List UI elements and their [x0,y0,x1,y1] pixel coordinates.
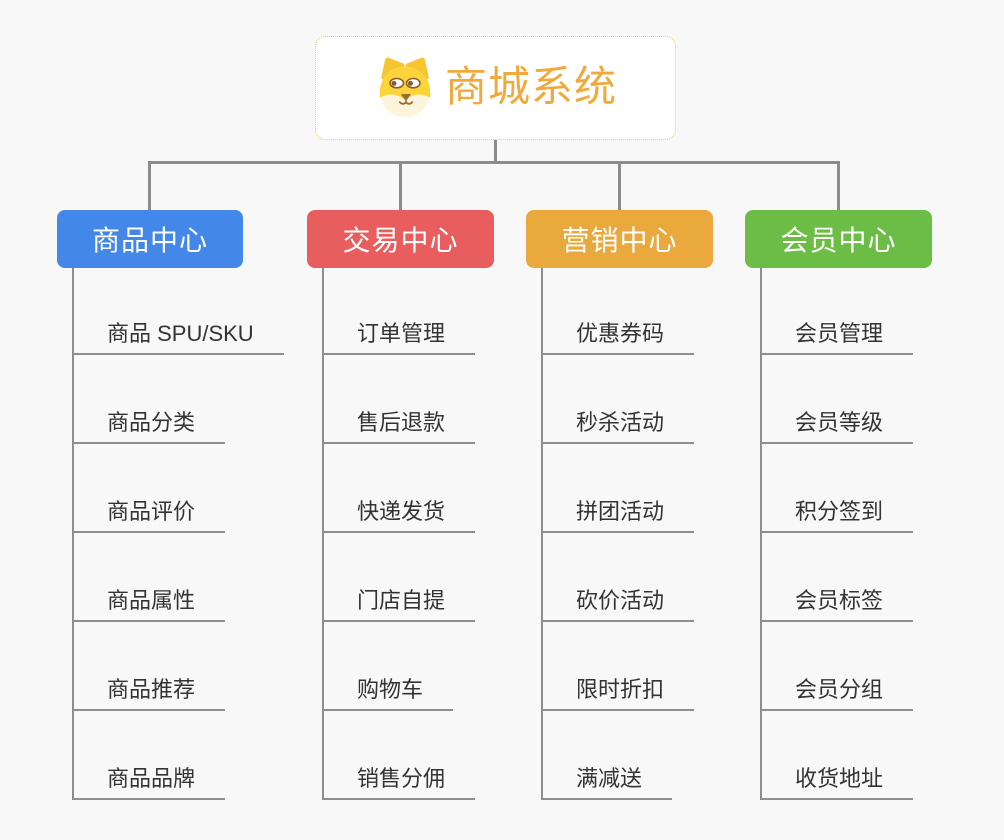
branch-connector-drop [618,161,621,210]
leaf-node[interactable]: 会员管理 [760,266,914,355]
branch-trunk [322,268,324,799]
leaf-node[interactable]: 秒杀活动 [541,355,695,444]
leaf-node[interactable]: 积分签到 [760,444,914,533]
leaf-column-members: 会员管理 会员等级 积分签到 会员标签 会员分组 收货地址 [760,266,914,800]
branch-node-members[interactable]: 会员中心 [745,210,932,268]
branch-connector-drop [148,161,151,210]
leaf-column-marketing: 优惠券码 秒杀活动 拼团活动 砍价活动 限时折扣 满减送 [541,266,695,800]
leaf-node[interactable]: 限时折扣 [541,622,695,711]
leaf-node[interactable]: 会员标签 [760,533,914,622]
leaf-column-products: 商品 SPU/SKU 商品分类 商品评价 商品属性 商品推荐 商品品牌 [72,266,284,800]
root-node[interactable]: 商城系统 [315,36,676,140]
leaf-node[interactable]: 售后退款 [322,355,476,444]
leaf-node[interactable]: 砍价活动 [541,533,695,622]
leaf-node[interactable]: 订单管理 [322,266,476,355]
leaf-node[interactable]: 拼团活动 [541,444,695,533]
leaf-node[interactable]: 商品品牌 [72,711,226,800]
branch-trunk [760,268,762,799]
root-title: 商城系统 [444,63,617,110]
leaf-node[interactable]: 门店自提 [322,533,476,622]
leaf-node[interactable]: 满减送 [541,711,673,800]
leaf-node[interactable]: 优惠券码 [541,266,695,355]
dog-face-icon [379,57,431,118]
leaf-node[interactable]: 商品推荐 [72,622,226,711]
leaf-column-trade: 订单管理 售后退款 快递发货 门店自提 购物车 销售分佣 [322,266,476,800]
root-connector-stem [494,140,497,164]
branch-connector-bus [148,161,840,164]
leaf-node[interactable]: 商品属性 [72,533,226,622]
branch-connector-drop [837,161,840,210]
leaf-node[interactable]: 会员分组 [760,622,914,711]
leaf-node[interactable]: 商品 SPU/SKU [72,266,284,355]
leaf-node[interactable]: 收货地址 [760,711,914,800]
leaf-node[interactable]: 商品分类 [72,355,226,444]
branch-connector-drop [399,161,402,210]
leaf-node[interactable]: 快递发货 [322,444,476,533]
leaf-node[interactable]: 购物车 [322,622,454,711]
leaf-node[interactable]: 销售分佣 [322,711,476,800]
branch-node-trade[interactable]: 交易中心 [307,210,494,268]
leaf-node[interactable]: 商品评价 [72,444,226,533]
branch-trunk [541,268,543,799]
branch-node-marketing[interactable]: 营销中心 [526,210,713,268]
leaf-node[interactable]: 会员等级 [760,355,914,444]
branch-trunk [72,268,74,799]
branch-node-products[interactable]: 商品中心 [57,210,243,268]
